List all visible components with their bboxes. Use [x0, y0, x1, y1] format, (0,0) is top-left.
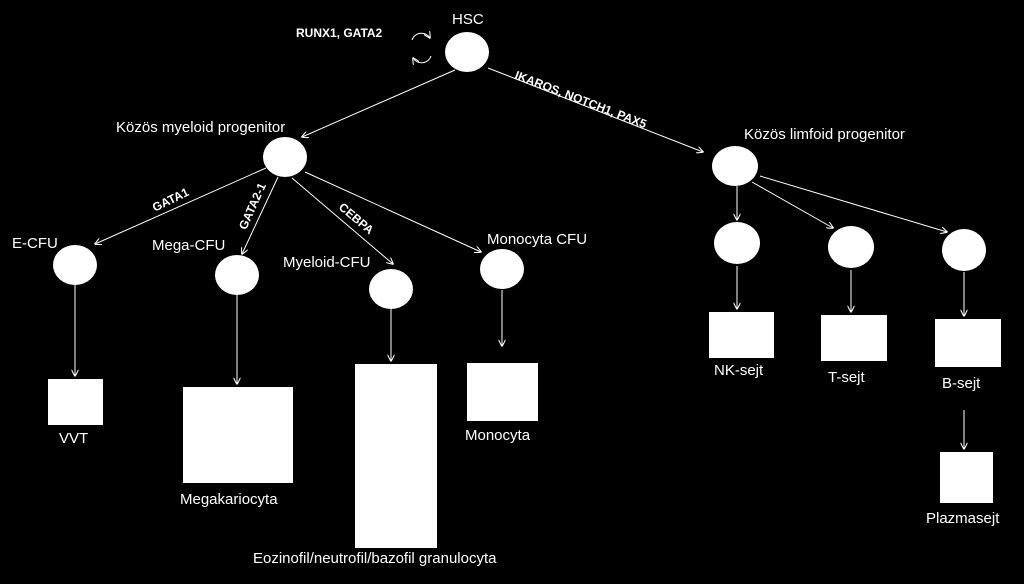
label-megakariocyta: Megakariocyta: [180, 491, 278, 508]
label-common-myeloid: Közös myeloid progenitor: [116, 119, 286, 136]
label-monocyta-cfu: Monocyta CFU: [487, 231, 588, 248]
box-nk-sejt: [709, 312, 774, 358]
edge-hsc-lymphoid: [487, 67, 703, 152]
box-b-sejt: [935, 319, 1001, 367]
node-common-myeloid: [263, 137, 307, 177]
edge-myeloid-myeloidcfu: [291, 177, 393, 264]
label-granulocyta: Eozinofil/neutrofil/bazofil granulocyta: [253, 550, 497, 567]
node-b-cfu: [942, 229, 986, 271]
box-t-sejt: [821, 315, 887, 361]
edge-hsc-myeloid: [302, 69, 456, 137]
node-myeloid-cfu: [369, 269, 413, 309]
edge-myeloid-monocytacfu: [304, 171, 481, 252]
edge-lymphoid-bcfu: [759, 175, 947, 232]
box-megakariocyta: [183, 387, 293, 483]
box-plazmasejt: [940, 452, 993, 503]
label-monocyta: Monocyta: [465, 427, 531, 444]
node-nk-cfu: [714, 222, 760, 264]
box-granulocyta: [355, 364, 437, 548]
node-t-cfu: [828, 226, 874, 268]
edge-myeloid-ecfu: [95, 167, 267, 244]
label-t-sejt: T-sejt: [828, 369, 865, 386]
edge-lymphoid-tcfu: [751, 181, 833, 228]
label-plazmasejt: Plazmasejt: [926, 510, 1000, 527]
self-renewal-icon: [411, 33, 432, 63]
label-vvt: VVT: [59, 430, 89, 447]
label-myeloid-cfu: Myeloid-CFU: [283, 254, 371, 271]
label-b-sejt: B-sejt: [942, 375, 981, 392]
node-common-lymphoid: [712, 146, 758, 186]
factor-self-renewal: RUNX1, GATA2: [296, 26, 383, 40]
label-e-cfu: E-CFU: [12, 235, 58, 252]
label-nk-sejt: NK-sejt: [714, 362, 764, 379]
node-monocyta-cfu: [480, 249, 524, 289]
edge-myeloid-megacfu: [242, 176, 279, 254]
label-hsc: HSC: [452, 11, 484, 28]
node-hsc: [445, 32, 489, 72]
node-e-cfu: [53, 245, 97, 285]
label-common-lymphoid: Közös limfoid progenitor: [744, 126, 905, 143]
box-monocyta: [467, 363, 538, 421]
box-vvt: [48, 379, 103, 425]
label-mega-cfu: Mega-CFU: [152, 237, 226, 254]
node-mega-cfu: [215, 255, 259, 295]
